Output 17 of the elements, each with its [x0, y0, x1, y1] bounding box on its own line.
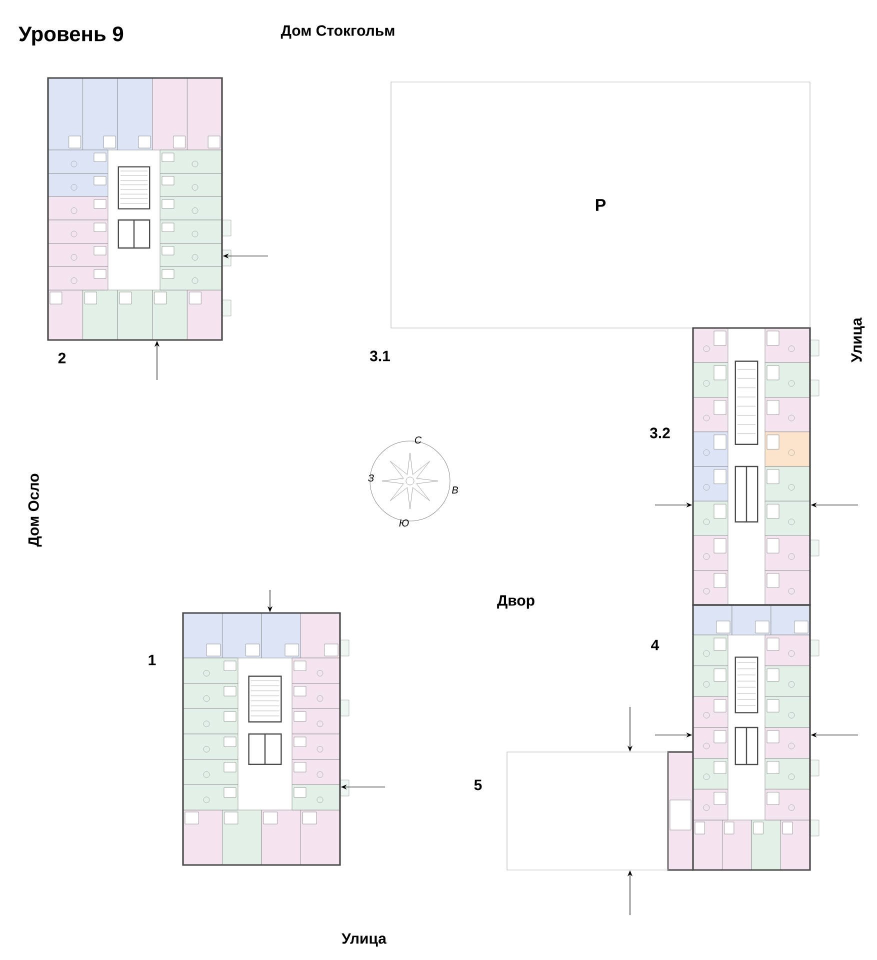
building-number: 3.2	[650, 428, 670, 438]
building-number: 2	[58, 352, 66, 364]
courtyard-label: Двор	[497, 595, 534, 609]
building-number: 4	[651, 640, 660, 650]
building-number: 1	[148, 654, 156, 666]
building-number: 5	[474, 780, 482, 790]
compass-letter: С	[414, 436, 422, 444]
building-name: Дом Стокгольм	[280, 25, 394, 39]
compass-letter: В	[452, 486, 458, 494]
section-number: 3.1	[370, 350, 390, 362]
compass-letter: Ю	[399, 519, 409, 527]
level-title: Уровень 9	[18, 26, 124, 46]
street-label: Улица	[851, 317, 865, 362]
building-name: Дом Осло	[28, 474, 42, 547]
street-label: Улица	[342, 933, 387, 947]
compass-letter: З	[368, 474, 374, 482]
parking-area: Р	[390, 82, 810, 328]
